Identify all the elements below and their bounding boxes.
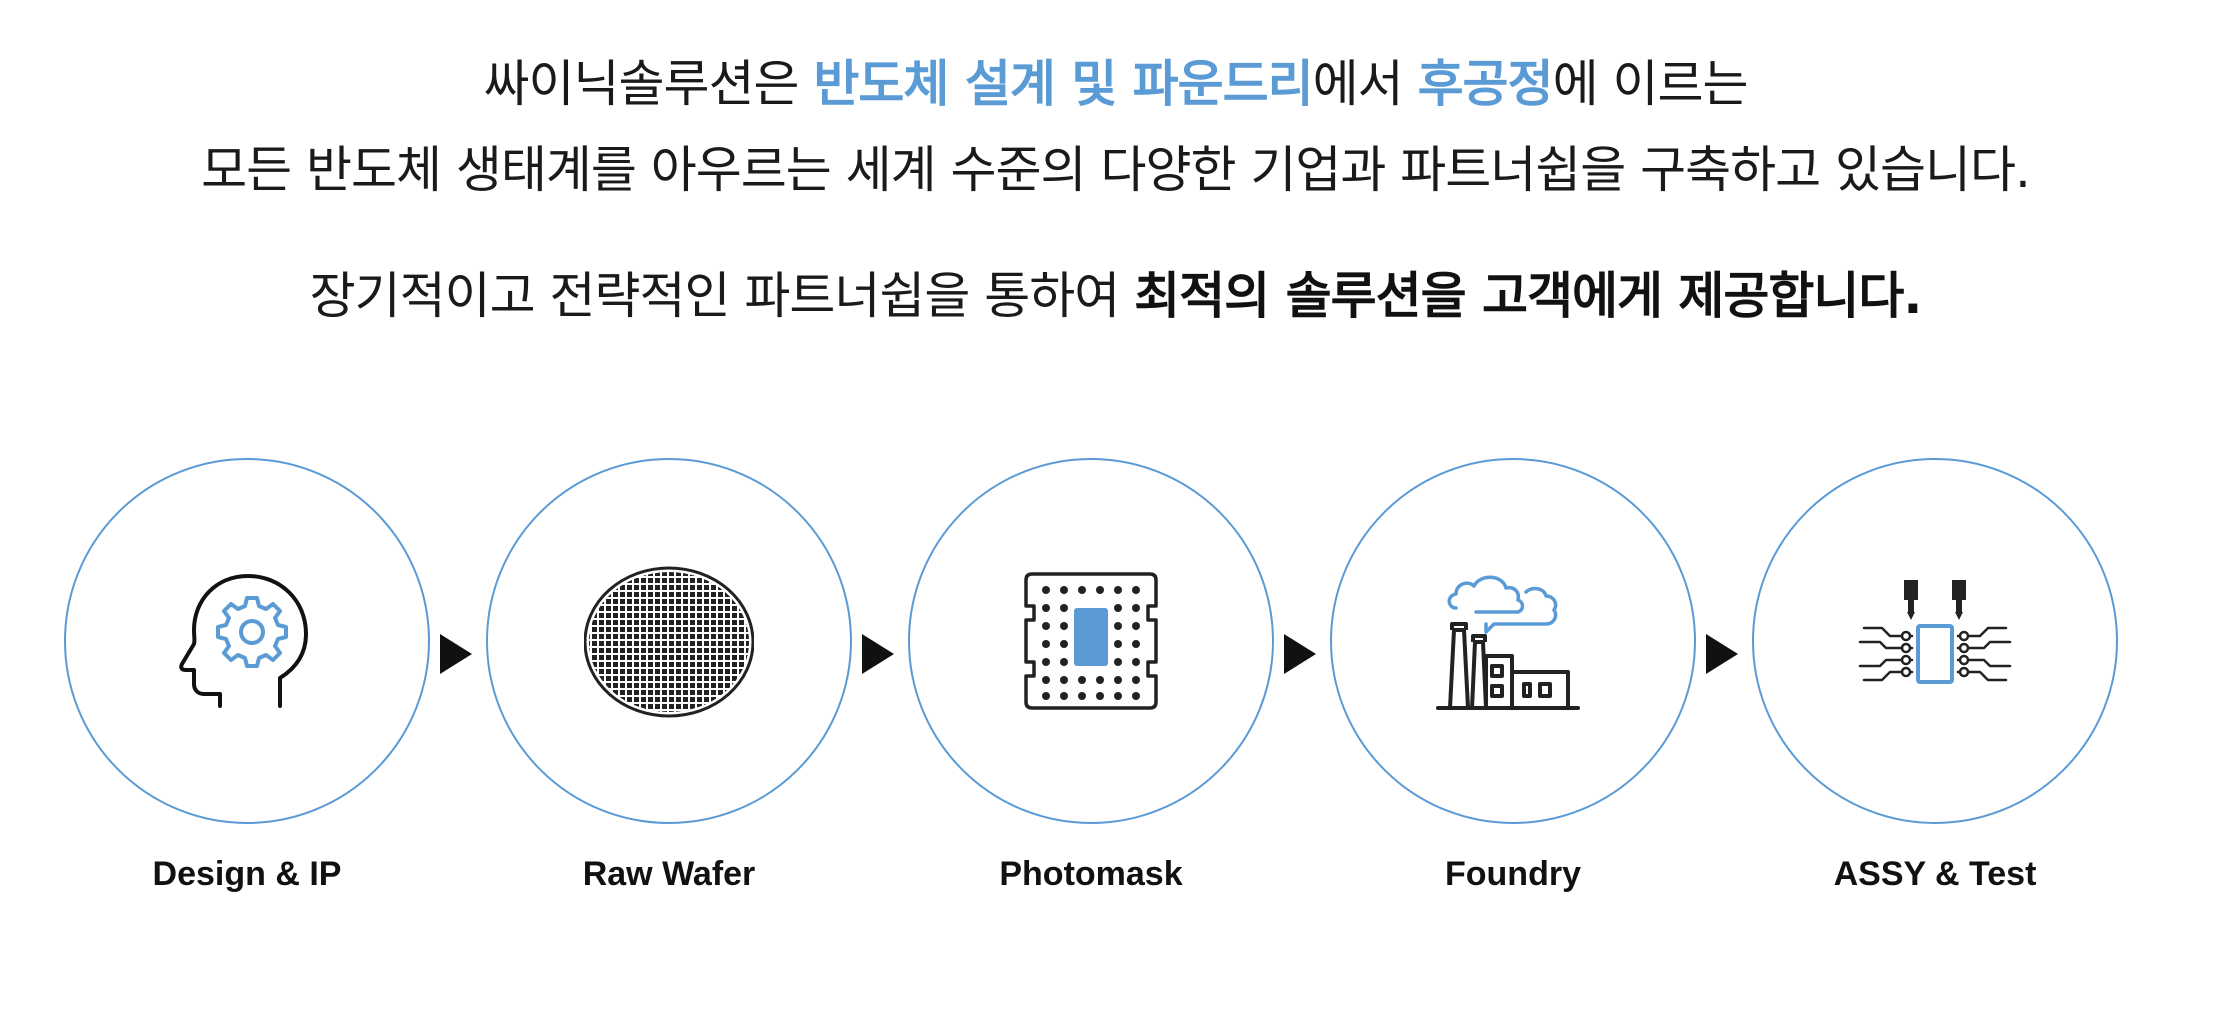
intro-line-3-text: 장기적이고 전략적인 파트너쉽을 통하여 (309, 267, 1135, 325)
step-design-ip: Design & IP (64, 458, 430, 893)
flow-arrow-2 (862, 634, 894, 674)
step-circle (1330, 458, 1696, 824)
step-circle (64, 458, 430, 824)
intro-line-1: 싸이닉솔루션은 반도체 설계 및 파운드리에서 후공정에 이르는 (0, 54, 2231, 114)
head-gear-icon (179, 574, 308, 708)
step-circle (908, 458, 1274, 824)
step-label-foundry: Foundry (1445, 855, 1581, 893)
step-label-design-ip: Design & IP (152, 855, 342, 893)
step-label-photomask: Photomask (999, 855, 1183, 893)
step-foundry: Foundry (1330, 458, 1696, 893)
step-assy-test: ASSY & Test (1752, 458, 2118, 893)
wafer-icon (584, 566, 754, 718)
step-raw-wafer: Raw Wafer (486, 458, 852, 893)
intro-line-3: 장기적이고 전략적인 파트너쉽을 통하여 최적의 솔루션을 고객에게 제공합니다… (0, 266, 2231, 326)
chip-test-icon (1858, 580, 2012, 684)
step-photomask: Photomask (908, 458, 1274, 893)
intro-line-3-strong: 최적의 솔루션을 고객에게 제공합니다. (1134, 267, 1922, 325)
photomask-icon (1024, 572, 1158, 710)
intro-line-1-text-b: 에서 (1312, 55, 1418, 113)
step-circle (1752, 458, 2118, 824)
intro-accent-design-foundry: 반도체 설계 및 파운드리 (813, 55, 1313, 113)
flow-arrow-1 (440, 634, 472, 674)
step-label-assy-test: ASSY & Test (1833, 855, 2037, 893)
intro-line-1-text-a: 싸이닉솔루션은 (483, 55, 814, 113)
flow-arrow-4 (1706, 634, 1738, 674)
step-label-raw-wafer: Raw Wafer (582, 855, 756, 893)
intro-line-2: 모든 반도체 생태계를 아우르는 세계 수준의 다양한 기업과 파트너쉽을 구축… (201, 141, 2031, 199)
flow-arrow-3 (1284, 634, 1316, 674)
step-circle (486, 458, 852, 824)
intro-line-1-text-c: 에 이르는 (1552, 55, 1749, 113)
factory-icon (1436, 575, 1580, 710)
intro-accent-backend: 후공정 (1417, 55, 1554, 113)
